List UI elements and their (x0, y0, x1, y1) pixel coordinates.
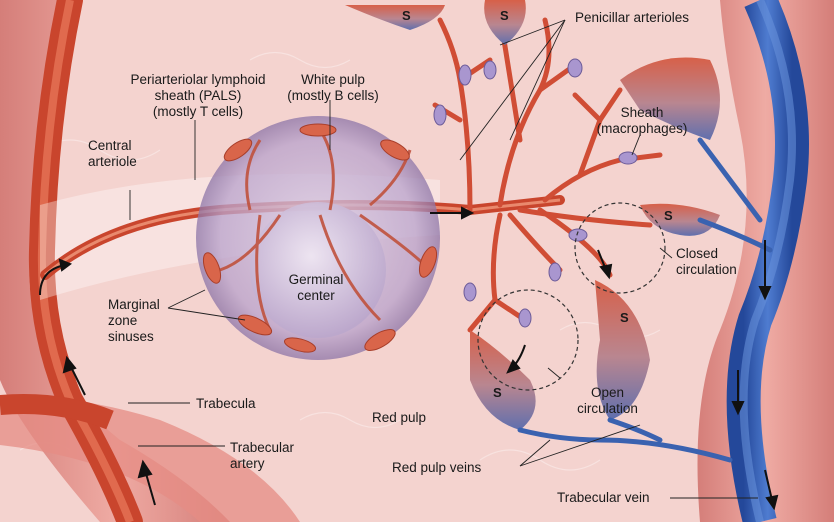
leader-sheath (631, 134, 641, 156)
label-trabecular-vein: Trabecular vein (557, 490, 650, 505)
sinusoid-mark-2: S (500, 8, 509, 23)
label-germinal-center: Germinal center (288, 272, 344, 303)
germinal-center (250, 202, 386, 338)
label-red-pulp: Red pulp (372, 410, 427, 425)
sinusoid-mark-1: S (402, 8, 411, 23)
label-central-arteriole: Central arteriole (88, 138, 137, 169)
label-trabecula: Trabecula (196, 396, 256, 411)
sinusoid-right (595, 280, 650, 420)
leader-red-pulp-veins-1 (519, 439, 551, 467)
venous-sinusoids: S S S S S (345, 0, 720, 430)
sinusoid-top-left (345, 5, 445, 30)
marginal-zone-sinuses (202, 123, 438, 353)
leader-penicillar-2 (459, 19, 566, 161)
red-pulp-veins (517, 137, 773, 463)
leader-marginal-1 (167, 289, 206, 309)
sinusoid-mark-5: S (493, 385, 502, 400)
label-red-pulp-veins: Red pulp veins (392, 460, 482, 475)
leader-marginal-2 (167, 307, 246, 321)
label-white-pulp: White pulp (mostly B cells) (287, 72, 379, 103)
leader-closed (659, 247, 673, 259)
sinusoid-open (470, 330, 536, 430)
label-penicillar-arterioles: Penicillar arterioles (575, 10, 690, 25)
leader-penicillar-3 (509, 19, 566, 141)
sinusoid-mark-3: S (664, 208, 673, 223)
macrophage-sheaths (433, 58, 638, 328)
label-marginal-zone-sinuses: Marginal zone sinuses (108, 297, 160, 344)
closed-circulation-ring (574, 202, 666, 294)
sinusoid-top-mid (484, 0, 526, 45)
label-sheath: Sheath (macrophages) (596, 105, 688, 136)
leader-open (547, 367, 561, 379)
leader-red-pulp-veins-2 (519, 424, 641, 467)
label-closed-circulation: Closed circulation (676, 246, 737, 277)
trabecular-artery-branch (0, 394, 114, 430)
trabecular-vein-highlight (739, 0, 796, 522)
leader-penicillar-1 (499, 19, 566, 46)
label-pals: Periarteriolar lymphoid sheath (PALS) (m… (130, 72, 266, 119)
label-open-circulation: Open circulation (577, 385, 638, 416)
trabecular-artery-highlight (37, 0, 134, 522)
flow-arrows (39, 206, 779, 511)
sinusoid-mark-4: S (620, 310, 629, 325)
leader-lines (128, 19, 758, 499)
sinusoid-upper-right (620, 57, 720, 140)
label-trabecular-artery: Trabecular artery (230, 440, 295, 471)
open-circulation-ring (477, 289, 579, 391)
